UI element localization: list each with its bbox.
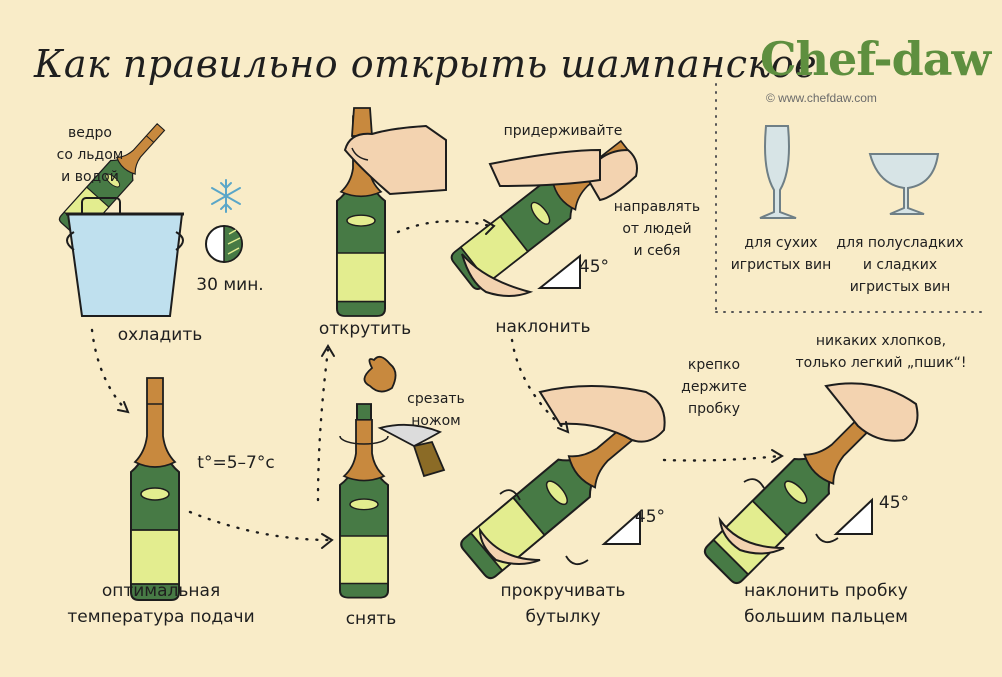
chill-time-label: 30 мин. bbox=[196, 275, 264, 295]
no-pop-note: никаких хлопков, только легкий „пшик“! bbox=[795, 333, 967, 371]
temperature-value: t°=5–7°c bbox=[197, 453, 275, 473]
brand-url: © www.chefdaw.com bbox=[766, 91, 877, 105]
coupe-glass-label: для полусладких и сладких игристых вин bbox=[836, 235, 964, 295]
thumb-illustration bbox=[700, 382, 919, 588]
step-caption-thumb: наклонить пробку большим пальцем bbox=[744, 581, 908, 627]
flow-arrowheads bbox=[117, 219, 784, 549]
thumb-angle: 45° bbox=[878, 493, 910, 513]
knife-icon bbox=[377, 423, 443, 448]
cork-icon bbox=[363, 355, 397, 393]
tilt-illustration bbox=[448, 128, 641, 297]
ice-bucket-label: ведро со льдом и водой bbox=[56, 125, 124, 185]
step-caption-twist: прокручивать бутылку bbox=[500, 581, 626, 627]
direction-note: направлять от людей и себя bbox=[613, 199, 701, 259]
grip-note: крепко держите пробку bbox=[681, 357, 747, 417]
flute-glass-label: для сухих игристых вин bbox=[730, 235, 832, 273]
cut-with-knife-note: срезать ножом bbox=[407, 391, 465, 429]
glass-panel-border bbox=[715, 83, 986, 313]
step-caption-unscrew: открутить bbox=[318, 319, 412, 339]
bottle-temperature bbox=[130, 377, 180, 601]
step-caption-temperature: оптимальная температура подачи bbox=[67, 581, 255, 627]
step-caption-chill: охладить bbox=[117, 325, 203, 345]
ice-bucket-icon bbox=[57, 116, 184, 317]
flute-glass-icon bbox=[759, 125, 797, 219]
step-caption-tilt: наклонить bbox=[495, 317, 591, 337]
brand-logo: Chef-daw bbox=[760, 32, 991, 86]
timer-icon bbox=[205, 225, 243, 263]
twist-angle: 45° bbox=[634, 507, 666, 527]
flow-arrows bbox=[90, 220, 782, 542]
twist-illustration bbox=[457, 385, 666, 583]
unscrew-illustration bbox=[336, 107, 447, 317]
remove-illustration bbox=[339, 355, 446, 599]
coupe-glass-icon bbox=[868, 153, 940, 215]
page-title: Как правильно открыть шампанское bbox=[34, 42, 818, 86]
tilt-angle: 45° bbox=[578, 257, 610, 277]
snowflake-icon bbox=[211, 179, 241, 213]
hold-note: придерживайте bbox=[503, 123, 623, 139]
step-caption-remove: снять bbox=[345, 609, 397, 629]
